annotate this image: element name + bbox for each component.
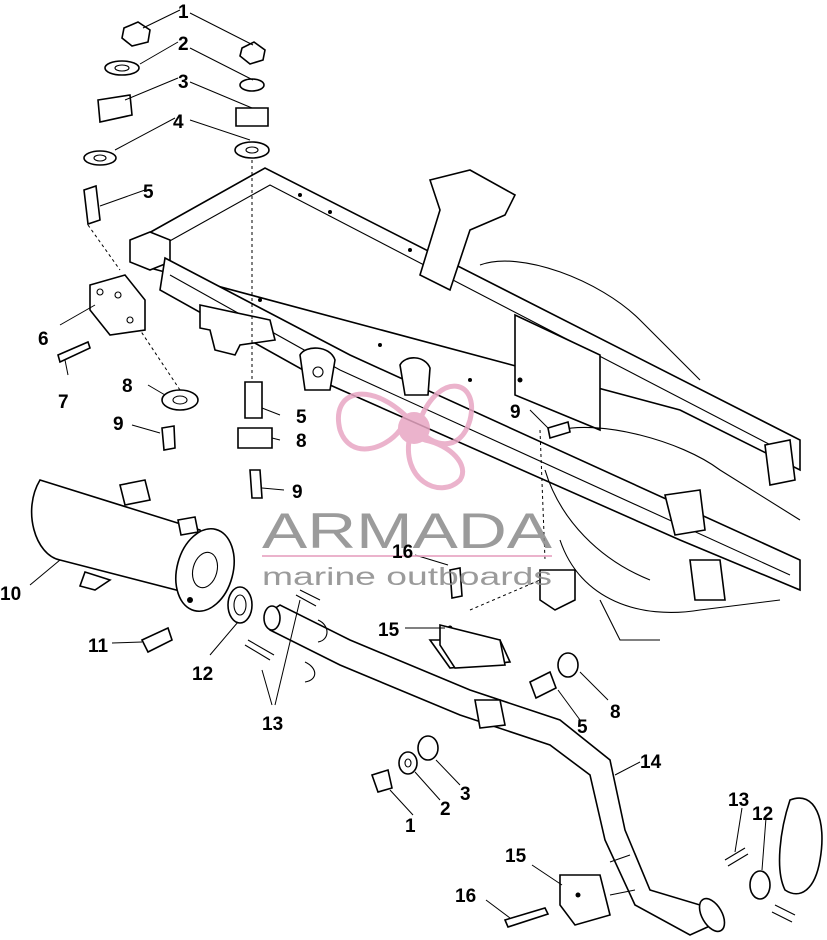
fasteners (57, 21, 823, 928)
muffler (30, 479, 235, 613)
callout-3-bottom: 3 (460, 784, 471, 805)
watermark: ARMADA marine outboards (262, 383, 553, 591)
callout-5-right: 5 (577, 717, 588, 738)
watermark-tagline: marine outboards (262, 563, 552, 591)
callout-9-center: 9 (292, 482, 303, 503)
callout-8-right: 8 (610, 702, 621, 723)
callout-1-bottom: 1 (405, 816, 416, 837)
callout-9-left: 9 (113, 414, 124, 435)
callout-7: 7 (58, 392, 69, 413)
callout-5-center: 5 (296, 407, 307, 428)
propeller-icon (336, 383, 474, 491)
callout-16-lower: 16 (455, 886, 476, 907)
callout-9-right: 9 (510, 402, 521, 423)
callout-16-upper: 16 (392, 542, 413, 563)
callout-11: 11 (88, 636, 109, 657)
watermark-brand: ARMADA (262, 503, 553, 559)
callout-2-top: 2 (178, 34, 189, 55)
callout-15-lower: 15 (505, 846, 527, 867)
callout-6: 6 (38, 329, 49, 350)
callout-4-top: 4 (173, 112, 184, 133)
callout-3-top: 3 (178, 72, 189, 93)
callout-12-left: 12 (192, 664, 213, 685)
callout-15-upper: 15 (378, 620, 400, 641)
callout-13-right: 13 (728, 790, 749, 811)
callout-12-right: 12 (752, 804, 773, 825)
callout-14: 14 (640, 752, 662, 773)
callout-8-center: 8 (296, 431, 307, 452)
frame-assembly (129, 167, 801, 641)
leader-lines (29, 9, 767, 919)
callout-13-left: 13 (262, 714, 283, 735)
callout-5-top: 5 (143, 182, 154, 203)
callout-labels: 1 2 3 4 5 6 7 8 9 1 2 3 4 5 5 8 9 9 10 1… (0, 2, 773, 907)
callout-2-bottom: 2 (440, 799, 451, 820)
callout-8-left: 8 (122, 376, 133, 397)
callout-10: 10 (0, 584, 21, 605)
callout-1-top: 1 (178, 2, 189, 23)
